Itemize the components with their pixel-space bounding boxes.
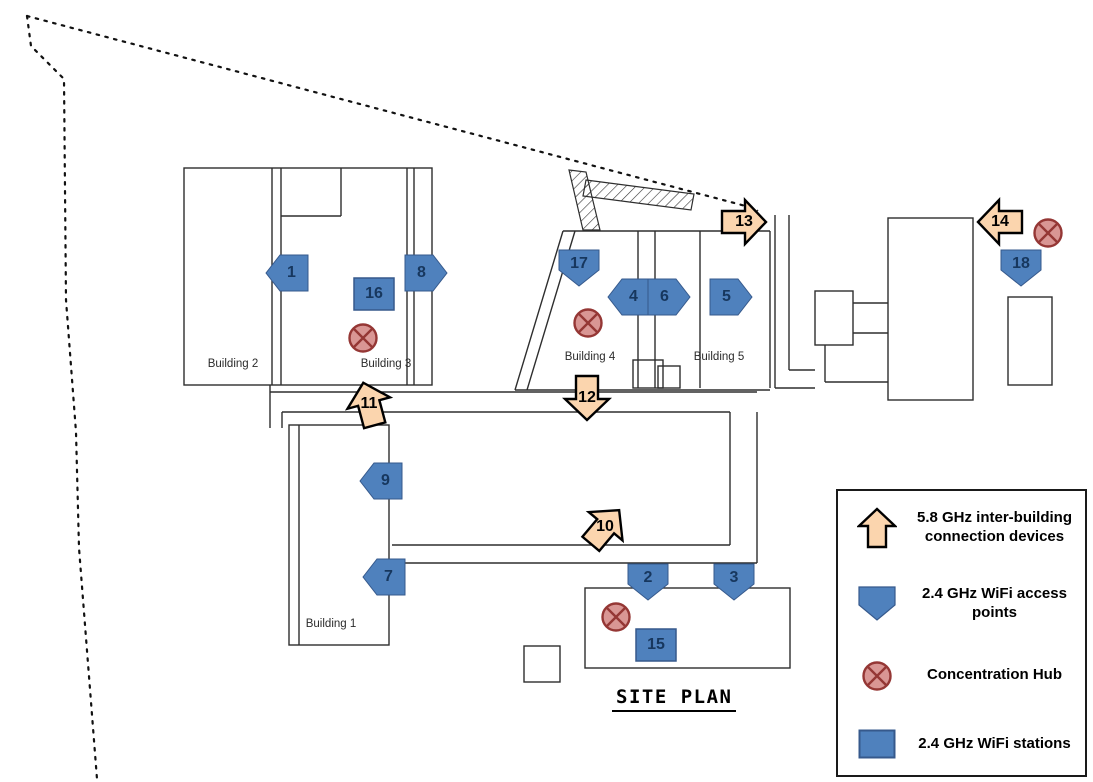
property-boundary: [25, 14, 759, 781]
access-point-9: 9: [359, 462, 403, 500]
marker-number: 7: [384, 568, 393, 585]
marker-number: 1: [287, 264, 296, 281]
marker-number: 8: [417, 264, 426, 281]
marker-number: 11: [360, 395, 378, 412]
legend-label-connector: 5.8 GHz inter-building connection device…: [916, 509, 1072, 545]
legend-label-station: 2.4 GHz WiFi stations: [918, 734, 1071, 752]
connector-10: 10: [580, 503, 629, 553]
legend-label-access-point: 2.4 GHz WiFi access points: [922, 585, 1067, 621]
station-16: 16: [353, 277, 395, 311]
marker-number: 18: [1012, 254, 1030, 272]
marker-number: 6: [660, 288, 669, 305]
legend-item-hub: Concentration Hub: [846, 659, 1077, 693]
marker-number: 4: [629, 288, 638, 305]
marker-number: 10: [596, 518, 614, 535]
marker-number: 17: [570, 254, 588, 272]
legend-item-station: 2.4 GHz WiFi stations: [846, 729, 1077, 759]
connector-13: 13: [720, 197, 768, 247]
building-outlines: [183, 167, 1053, 683]
marker-number: 15: [647, 636, 665, 653]
access-point-2: 2: [626, 563, 670, 601]
connector-14: 14: [976, 197, 1024, 247]
legend: 5.8 GHz inter-building connection device…: [836, 489, 1087, 777]
building-label: Building 3: [360, 358, 412, 370]
access-point-5: 5: [709, 278, 753, 316]
marker-number: 14: [991, 213, 1009, 230]
page-title: SITE PLAN: [612, 686, 737, 712]
concentration-hub: [346, 321, 380, 355]
concentration-hub: [571, 306, 605, 340]
access-point-8: 8: [404, 254, 448, 292]
connector-12: 12: [562, 374, 612, 422]
legend-item-access-point: 2.4 GHz WiFi access points: [846, 585, 1077, 623]
concentration-hub: [599, 600, 633, 634]
access-point-17: 17: [557, 249, 601, 287]
building-label: Building 1: [305, 618, 357, 630]
access-point-18: 18: [999, 249, 1043, 287]
marker-number: 16: [365, 285, 383, 302]
building-label: Building 4: [564, 351, 616, 363]
concentration-hub: [1031, 216, 1065, 250]
station-icon: [846, 729, 908, 759]
hub-icon: [846, 659, 908, 693]
legend-label-hub: Concentration Hub: [927, 666, 1062, 684]
building-label: Building 2: [207, 358, 259, 370]
marker-number: 5: [722, 288, 731, 305]
access-point-1: 1: [265, 254, 309, 292]
building-label: Building 5: [693, 351, 745, 363]
access-point-3: 3: [712, 563, 756, 601]
legend-item-connector: 5.8 GHz inter-building connection device…: [846, 507, 1077, 549]
access-point-6: 6: [647, 278, 691, 316]
connector-11: 11: [344, 380, 394, 430]
marker-number: 2: [643, 568, 653, 586]
access-point-4: 4: [607, 278, 651, 316]
marker-number: 13: [735, 213, 753, 230]
marker-number: 9: [381, 472, 390, 489]
station-15: 15: [635, 628, 677, 662]
connector-arrow-icon: [846, 507, 908, 549]
marker-number: 3: [729, 568, 739, 586]
access-point-icon: [846, 586, 908, 622]
marker-number: 12: [578, 389, 596, 406]
access-point-7: 7: [362, 558, 406, 596]
